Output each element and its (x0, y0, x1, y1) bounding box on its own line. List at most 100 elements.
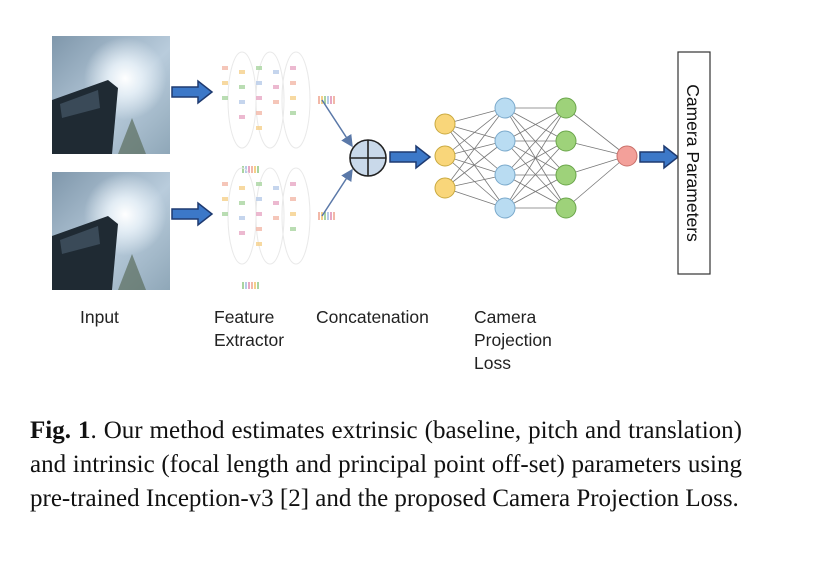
extractor-block (239, 85, 245, 89)
extractor-block (222, 182, 228, 186)
extractor-block (256, 227, 262, 231)
extractor-block (256, 96, 262, 100)
extractor-block (273, 186, 279, 190)
extractor-block (239, 70, 245, 74)
network-edge (444, 123, 506, 209)
extractor-block (290, 182, 296, 186)
extractor-block (239, 186, 245, 190)
extractor-output-bar (327, 96, 329, 104)
line-extractor-top-to-concat (321, 99, 353, 148)
extractor-block (290, 81, 296, 85)
extractor-block (239, 100, 245, 104)
extractor-block (290, 66, 296, 70)
extractor-block (239, 231, 245, 235)
extractor-block (256, 111, 262, 115)
extractor-block (273, 201, 279, 205)
network-nodes (434, 97, 638, 219)
extractor-output-bar (327, 212, 329, 220)
extractor-aux-bar (254, 282, 256, 289)
input-image-bottom (52, 172, 170, 290)
extractor-block (222, 197, 228, 201)
extractor-block (290, 227, 296, 231)
network-edge (444, 155, 506, 209)
network-node (434, 145, 456, 167)
extractor-aux-bar (254, 166, 256, 173)
network-edge (504, 107, 567, 142)
extractor-block (273, 100, 279, 104)
network-edge (504, 107, 567, 209)
extractor-block (222, 81, 228, 85)
extractor-output-bar (333, 96, 335, 104)
extractor-block (290, 212, 296, 216)
stage-label-camera-projection-loss: Camera Projection Loss (474, 307, 552, 373)
extractor-block (256, 212, 262, 216)
arrow-concat-to-network (389, 144, 432, 170)
network-edge (444, 187, 506, 209)
extractor-block (239, 201, 245, 205)
extractor-aux-bar (251, 166, 253, 173)
network-edge (565, 155, 628, 209)
network-edge (444, 107, 506, 189)
extractor-block (256, 81, 262, 85)
network-edge (504, 107, 567, 176)
arrow-network-to-output (639, 144, 680, 170)
network-edge (565, 155, 628, 176)
extractor-aux-bar (251, 282, 253, 289)
extractor-block (256, 197, 262, 201)
camera-parameters-box (677, 51, 711, 275)
network-node (555, 97, 577, 119)
network-node (616, 145, 638, 167)
extractor-aux-bar (242, 166, 244, 173)
network-node (555, 164, 577, 186)
network-edge (504, 174, 567, 209)
extractor-output-bar (318, 212, 320, 220)
arrows (171, 79, 680, 227)
extractor-block (290, 96, 296, 100)
extractor-output-bar (330, 212, 332, 220)
caption-text: . Our method estimates extrinsic (baseli… (30, 417, 742, 512)
feature-extractor-top (222, 51, 335, 173)
figure-caption: Fig. 1. Our method estimates extrinsic (… (30, 414, 742, 516)
network-edge (444, 140, 506, 189)
feature-extractor-bottom (222, 167, 335, 289)
network-edge (444, 107, 506, 157)
network-edge (504, 140, 567, 209)
extractor-block (290, 197, 296, 201)
extractor-block (256, 182, 262, 186)
extractor-block (222, 96, 228, 100)
extractor-output-bar (324, 212, 326, 220)
extractor-aux-bar (257, 282, 259, 289)
input-image-top (52, 36, 170, 154)
network-node (555, 130, 577, 152)
stage-label-concatenation: Concatenation (316, 307, 429, 327)
network-node (434, 113, 456, 135)
arrow-input-to-extractor-top (171, 79, 214, 105)
extractor-block (239, 115, 245, 119)
network-connections (444, 107, 628, 209)
network-node (555, 197, 577, 219)
extractor-module-outline (281, 51, 311, 149)
extractor-block (273, 216, 279, 220)
extractor-output-bar (324, 96, 326, 104)
extractor-block (290, 111, 296, 115)
extractor-aux-bar (248, 166, 250, 173)
extractor-module-outline (281, 167, 311, 265)
line-extractor-bottom-to-concat (321, 168, 353, 217)
network-node (494, 97, 516, 119)
extractor-output-bar (318, 96, 320, 104)
extractor-block (273, 85, 279, 89)
extractor-block (222, 66, 228, 70)
extractor-output-bar (333, 212, 335, 220)
extractor-output-bar (330, 96, 332, 104)
extractor-block (256, 126, 262, 130)
extractor-block (256, 242, 262, 246)
extractor-aux-bar (257, 166, 259, 173)
extractor-aux-bar (242, 282, 244, 289)
extractor-block (273, 70, 279, 74)
concatenation-symbol (349, 139, 387, 177)
extractor-aux-bar (248, 282, 250, 289)
network-node (494, 130, 516, 152)
network-node (494, 164, 516, 186)
caption-figure-label: Fig. 1 (30, 417, 91, 444)
extractor-block (222, 212, 228, 216)
